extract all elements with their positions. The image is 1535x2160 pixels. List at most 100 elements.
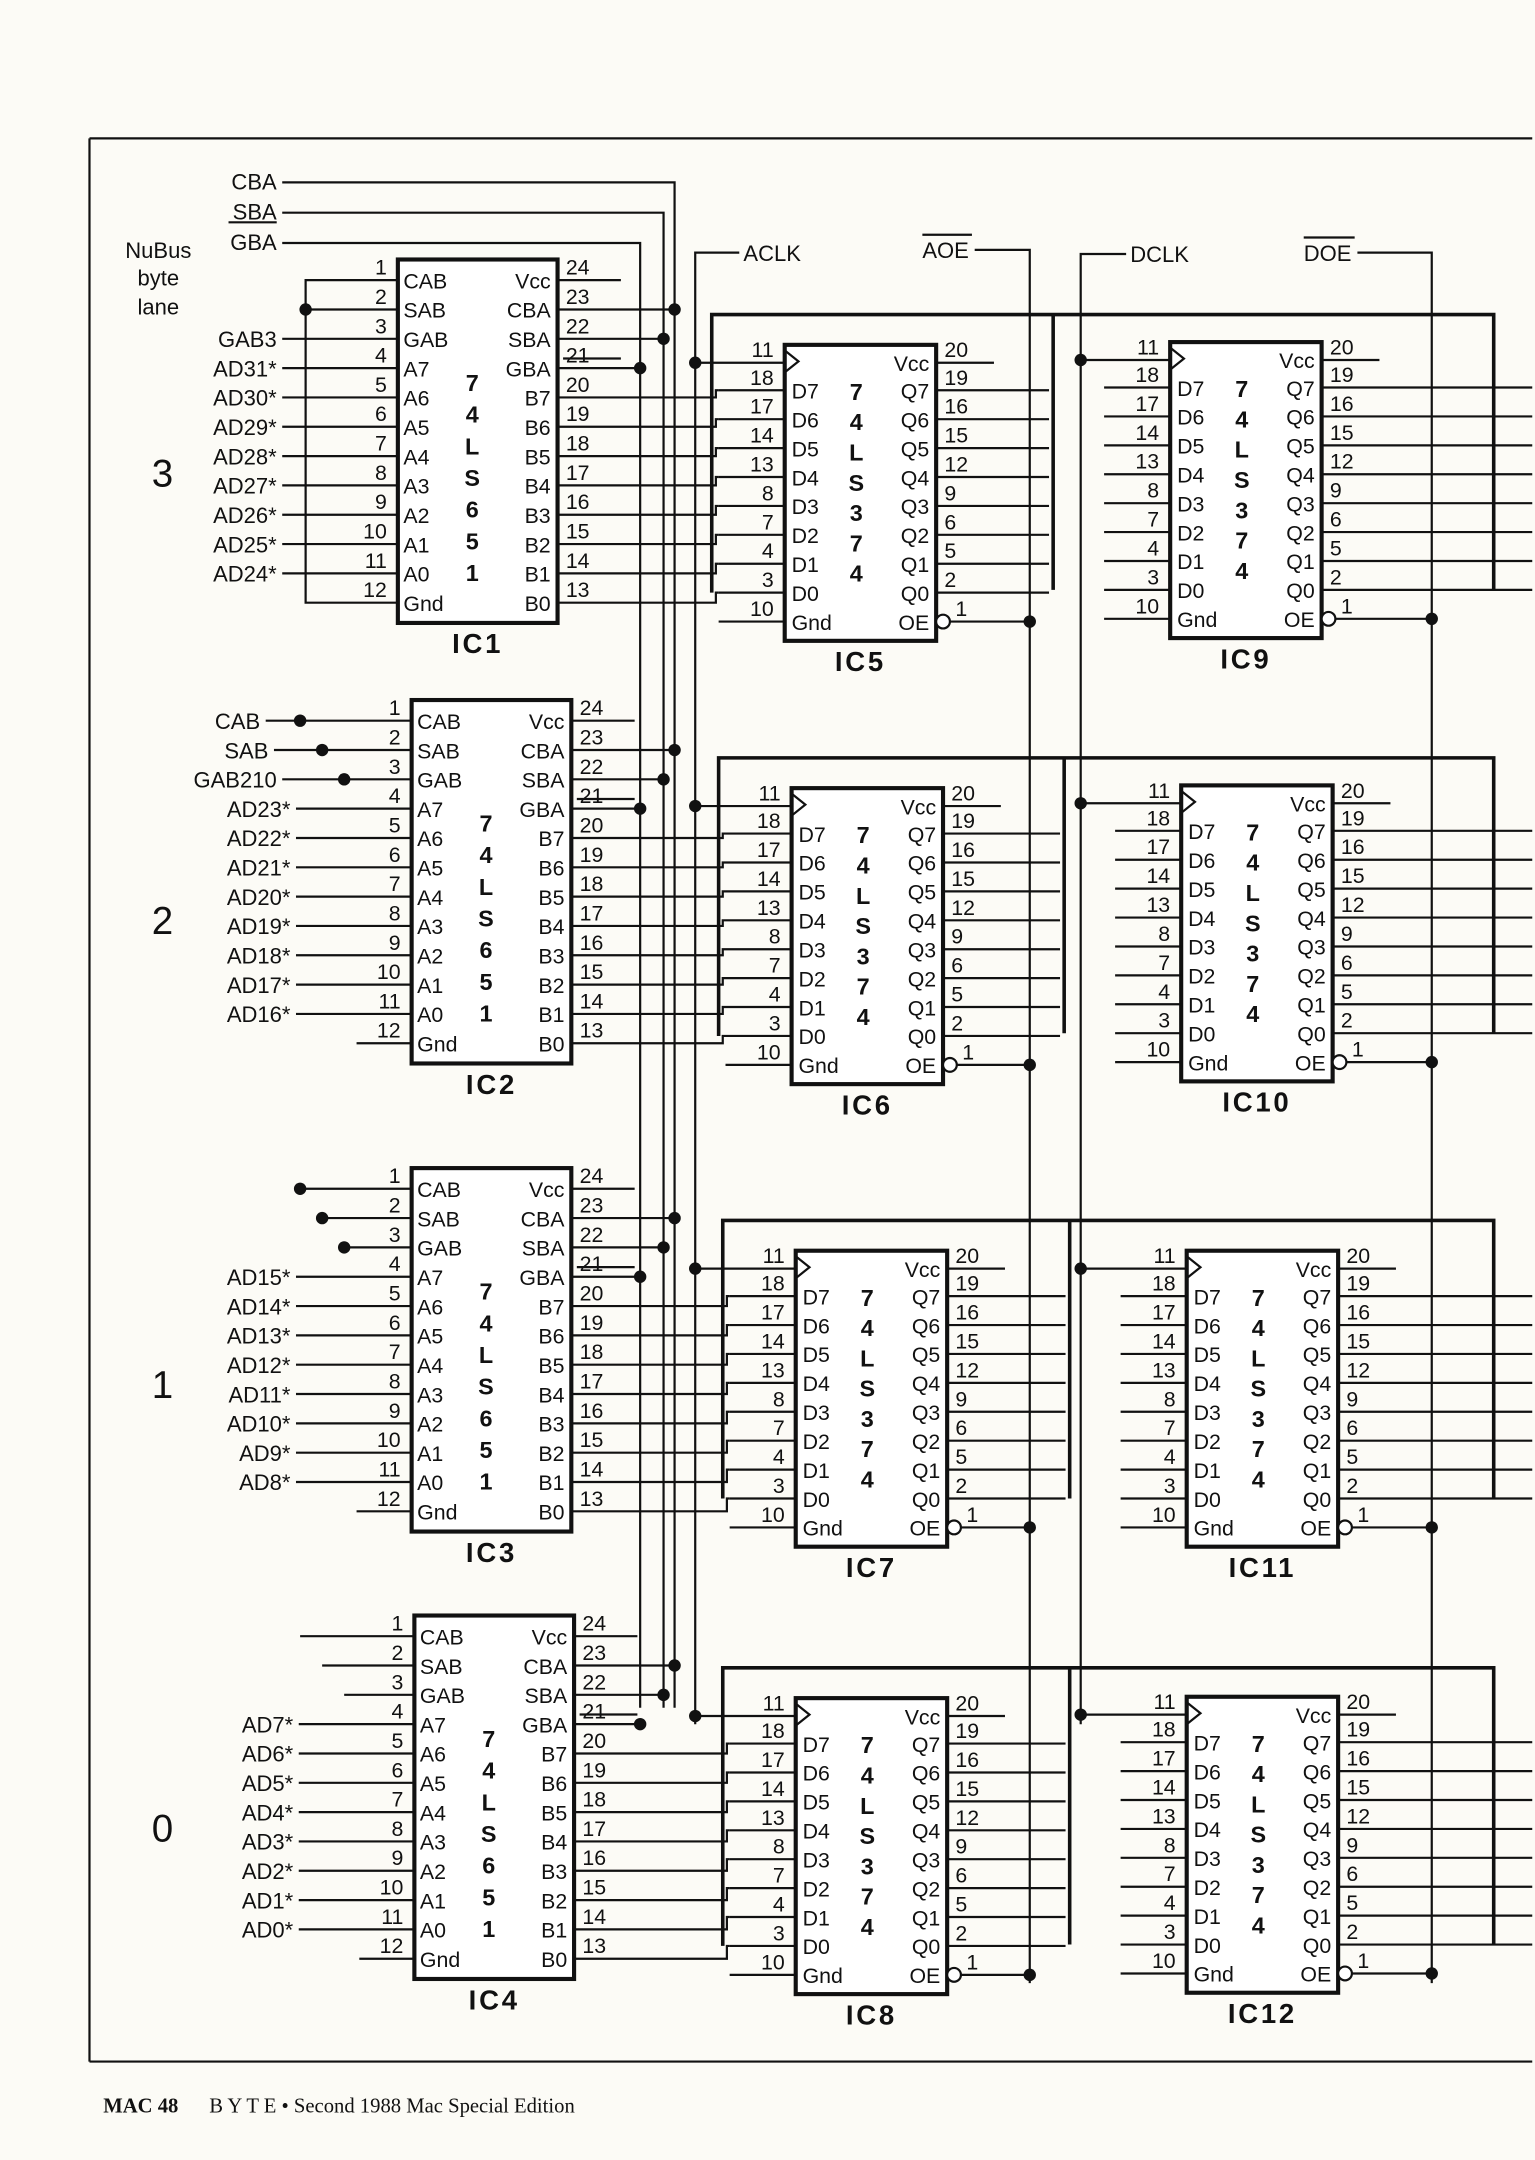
pin-number: 16 [1346,1301,1370,1325]
aoe-label: AOE [922,238,968,263]
bus-signal-label: AD1* [242,1888,294,1913]
pin-number: 24 [580,1164,604,1188]
lane-number: 2 [152,900,173,943]
part-number: 3 [850,500,863,526]
pin-name: D2 [1177,521,1204,545]
pin-name: OE [1300,1963,1331,1987]
clock-triangle-icon [1186,1701,1203,1726]
pin-name: B7 [541,1743,567,1767]
pin-number: 5 [391,1729,403,1753]
pin-number: 15 [566,520,590,544]
pin-name: Vcc [894,352,930,376]
part-number: 7 [1252,1285,1265,1311]
pin-name: B0 [538,1033,564,1057]
doe-line [1357,251,1433,1984]
pin-name: Gnd [1188,1051,1228,1075]
pin-number: 3 [1147,565,1159,589]
pin-name: Q5 [1303,1789,1331,1813]
pin-name: A5 [417,1325,443,1349]
tie-wire [304,279,398,604]
pin-number: 9 [389,931,401,955]
junction-dot [657,1688,670,1702]
pin-name: GAB [420,1684,465,1708]
b-to-d-wire [557,504,719,516]
pin-number: 15 [1330,421,1354,445]
part-number: 7 [1246,971,1259,997]
b-to-d-wire [571,977,726,986]
pin-name: A3 [420,1831,446,1855]
b-to-d-wire [574,1944,730,1960]
pin-name: D4 [1177,464,1204,488]
pin-name: D6 [792,408,819,432]
pin-name: D1 [1194,1905,1221,1929]
pin-name: Q4 [908,910,937,934]
pin-number: 14 [582,1905,606,1929]
bus-signal-label: AD23* [227,797,291,822]
pin-name: Q5 [912,1343,940,1367]
pin-number: 22 [582,1670,606,1694]
pin-name: SBA [508,328,551,352]
pin-number: 9 [944,481,956,505]
pin-number: 1 [389,1164,401,1188]
part-number: 1 [479,1469,492,1495]
b-to-d-wire [571,861,726,869]
junction-dot [1425,1967,1438,1980]
part-number: 4 [1246,1001,1259,1027]
pin-name: Gnd [803,1517,843,1541]
pin-number: 14 [757,867,781,891]
pin-number: 18 [582,1788,606,1812]
pin-number: 6 [1346,1416,1358,1440]
pin-name: Q2 [912,1430,940,1454]
part-number: S [1234,467,1250,493]
clock-triangle-icon [784,349,801,374]
pin-number: 10 [761,1503,785,1527]
pin-number: 8 [1164,1833,1176,1857]
pin-number: 13 [1135,450,1159,474]
pin-name: B6 [538,857,564,881]
pin-name: GBA [506,357,552,381]
pin-name: D5 [1188,878,1215,902]
pin-number: 9 [389,1399,401,1423]
pin-number: 16 [955,1301,979,1325]
b-to-d-wire [571,1323,730,1337]
pin-number: 4 [762,539,774,563]
pin-number: 7 [1158,951,1170,975]
pin-number: 15 [1346,1775,1370,1799]
part-number: 3 [861,1406,874,1432]
part-number: 3 [1252,1852,1265,1878]
b-to-d-wire [571,1295,730,1308]
ic-label: IC2 [466,1069,517,1100]
pin-name: D2 [798,967,825,991]
pin-name: Q6 [908,852,936,876]
pin-name: OE [905,1054,936,1078]
pin-number: 7 [1164,1862,1176,1886]
pin-name: Q2 [1297,965,1325,989]
part-number: 7 [1246,819,1259,845]
pin-number: 7 [389,1340,401,1364]
transceiver-chip [409,697,574,1066]
pin-name: D7 [792,380,819,404]
pin-name: CBA [521,739,566,763]
pin-name: D4 [1194,1818,1221,1842]
part-number: 3 [861,1853,874,1879]
pin-number: 7 [375,432,387,456]
bus-signal-label: GAB3 [218,327,277,352]
pin-name: OE [1295,1051,1326,1075]
pin-name: B2 [525,533,551,557]
b-to-d-wire [571,1381,730,1396]
pin-name: Q4 [1303,1372,1332,1396]
pin-number: 19 [955,1719,979,1743]
part-number: 5 [482,1884,495,1910]
pin-name: A1 [403,533,429,557]
junction-dot [315,1211,329,1225]
b-to-d-wire [557,533,719,546]
pin-number: 14 [580,1457,604,1481]
pin-name: Q0 [912,1935,941,1959]
pin-number: 3 [389,1223,401,1247]
pin-name: A7 [417,1266,443,1290]
pin-name: B6 [538,1325,564,1349]
nubus-label: byte [138,266,180,291]
pin-number: 6 [1330,508,1342,532]
junction-dot [1074,353,1087,367]
bus-signal-label: AD22* [227,826,291,851]
